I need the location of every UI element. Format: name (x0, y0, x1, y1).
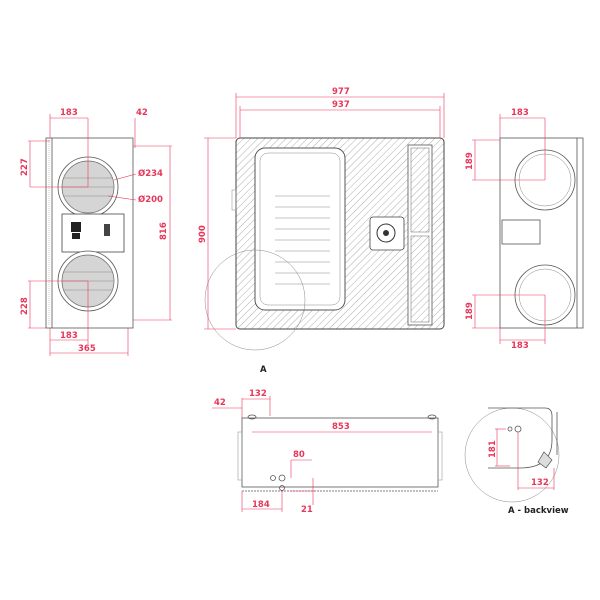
detail-a-view: 181 132 A - backview (464, 407, 569, 516)
dim-inner-diameter: Ø200 (138, 194, 163, 205)
dim-left-228: 228 (20, 297, 30, 315)
dim-detail-132: 132 (531, 478, 549, 488)
dim-bottom-42: 42 (214, 398, 226, 408)
dim-left-816: 816 (159, 222, 169, 240)
left-side-view: 183 42 227 Ø234 Ø200 816 228 183 365 (20, 108, 172, 356)
dim-right-top-183: 183 (511, 108, 529, 118)
detail-a-marker-circle (204, 249, 306, 351)
dim-left-42: 42 (136, 108, 148, 118)
dim-front-900: 900 (198, 225, 208, 243)
dim-front-977: 977 (332, 87, 350, 97)
dim-left-bottom-183: 183 (60, 331, 78, 341)
dim-right-upper-189: 189 (465, 152, 475, 170)
right-side-view: 183 189 189 183 (465, 108, 584, 351)
dim-bottom-853: 853 (332, 422, 350, 432)
detail-a-label: A (260, 365, 267, 375)
dim-left-top-183: 183 (60, 108, 78, 118)
dim-outer-diameter: Ø234 (138, 168, 163, 179)
dim-bottom-80: 80 (293, 450, 305, 460)
front-view: A 977 937 900 (198, 87, 445, 375)
dim-right-bottom-183: 183 (511, 341, 529, 351)
dim-bottom-132: 132 (249, 389, 267, 399)
drain-outlet (270, 475, 276, 481)
dim-front-937: 937 (332, 100, 350, 110)
label-panel (61, 213, 125, 253)
dim-left-365: 365 (78, 344, 96, 354)
dim-detail-181: 181 (488, 440, 498, 458)
dim-left-227: 227 (20, 158, 30, 176)
bottom-view: 42 132 853 80 184 21 (212, 389, 443, 515)
dim-bottom-184: 184 (252, 500, 270, 510)
dim-right-lower-189: 189 (465, 302, 475, 320)
dim-bottom-21: 21 (301, 505, 313, 515)
detail-a-caption: A - backview (508, 506, 569, 516)
